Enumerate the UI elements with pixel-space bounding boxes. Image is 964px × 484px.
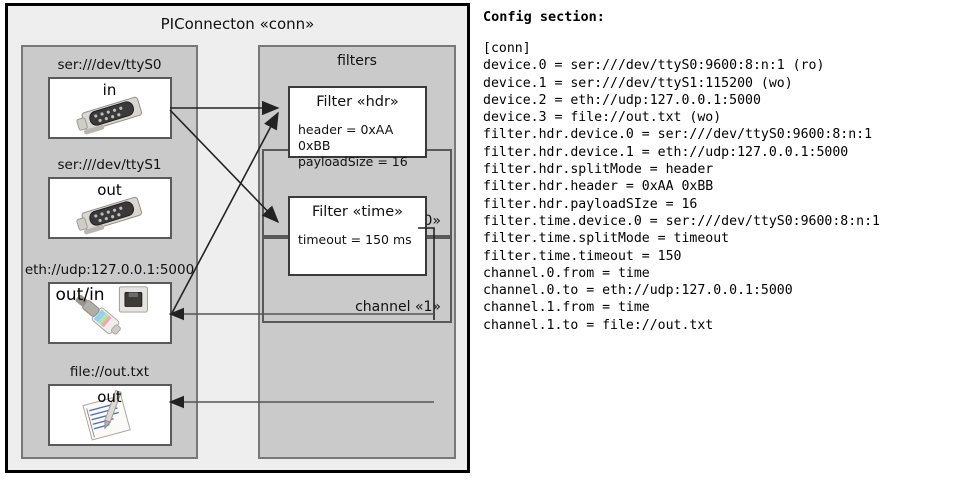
text-file-icon (81, 389, 131, 441)
diagram-frame: PIConnecton «conn» ser:///dev/ttyS0 in (5, 3, 470, 473)
config-section: Config section: [conn] device.0 = ser://… (483, 8, 958, 334)
device-direction: out (97, 388, 122, 406)
device-label: file://out.txt (69, 364, 150, 380)
config-heading: Config section: (483, 9, 605, 25)
filter-hdr-card[interactable]: Filter «hdr» header = 0xAA 0xBB payloadS… (288, 86, 427, 169)
filter-hdr-props: header = 0xAA 0xBB payloadSize = 16 (290, 111, 425, 170)
device-direction: out (97, 181, 122, 199)
ethernet-plug-icon (75, 286, 148, 335)
filter-time-card[interactable]: Filter «time» timeout = 150 ms (288, 196, 427, 276)
device-group-ttys1[interactable]: ser:///dev/ttyS1 out (23, 157, 196, 239)
filter-hdr-prop-header: header = 0xAA 0xBB (298, 122, 394, 153)
diagram-title: PIConnecton «conn» (160, 15, 315, 33)
filter-hdr-prop-payloadsize: payloadSize = 16 (298, 154, 408, 169)
config-body: [conn] device.0 = ser:///dev/ttyS0:9600:… (483, 41, 880, 333)
channel-1-label: channel «1» (355, 299, 441, 315)
device-label: eth://udp:127.0.0.1:5000 (24, 262, 195, 278)
device-card[interactable]: in (47, 77, 172, 139)
device-group-file[interactable]: file://out.txt out (23, 364, 196, 446)
serial-port-icon (75, 96, 142, 135)
device-label: ser:///dev/ttyS0 (57, 57, 162, 73)
device-group-eth[interactable]: eth://udp:127.0.0.1:5000 out/in (23, 262, 196, 344)
device-card[interactable]: out (47, 177, 172, 239)
serial-port-icon (75, 196, 142, 235)
device-label: ser:///dev/ttyS1 (57, 157, 162, 173)
device-group-ttys0[interactable]: ser:///dev/ttyS0 in (23, 57, 196, 139)
filters-panel-title: filters (337, 53, 377, 69)
device-direction: in (102, 81, 117, 99)
filter-time-props: timeout = 150 ms (290, 221, 425, 248)
filters-panel: filters channel «0» channel «1» Filter «… (258, 45, 456, 459)
devices-panel: ser:///dev/ttyS0 in (21, 45, 198, 459)
device-direction: out/in (55, 285, 105, 305)
device-card[interactable]: out/in (47, 282, 172, 344)
device-card[interactable]: out (47, 384, 172, 446)
filter-time-prop-timeout: timeout = 150 ms (298, 232, 412, 247)
filter-hdr-title: Filter «hdr» (316, 94, 399, 110)
filter-time-title: Filter «time» (311, 204, 404, 220)
